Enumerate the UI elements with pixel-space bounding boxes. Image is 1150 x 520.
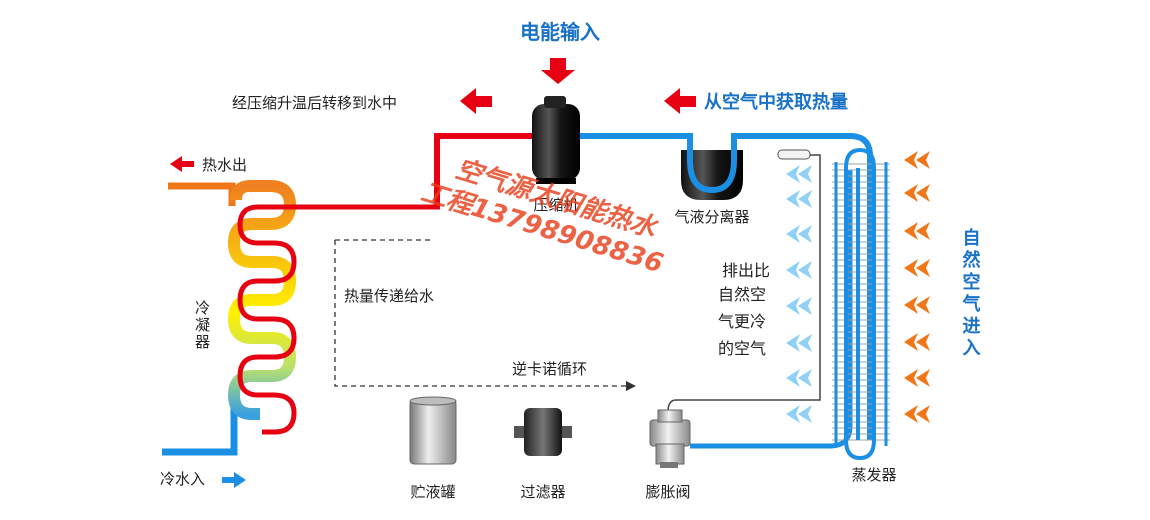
receiver-tank xyxy=(409,396,457,465)
air-out-arrow-icon xyxy=(798,405,812,423)
air-in-arrow-icon xyxy=(916,151,930,169)
natural-air-in-label: 自然空气进入 xyxy=(960,227,982,360)
evaporator xyxy=(832,147,890,461)
air-out-arrow-icon xyxy=(798,297,812,315)
air-out-arrow-icon xyxy=(786,261,800,279)
air-in-arrow-icon xyxy=(904,259,918,277)
cold-air-label-4: 的空气 xyxy=(718,339,766,358)
receiver-label: 贮液罐 xyxy=(410,483,455,501)
air-in-arrow-icon xyxy=(916,369,930,387)
air-in-arrow-icon xyxy=(916,333,930,351)
air-in-arrow-icon xyxy=(916,222,930,240)
heat-transfer-dashed-line xyxy=(334,239,628,387)
cold-air-label-3: 气更冷 xyxy=(718,312,766,331)
condenser-refrigerant-coil xyxy=(237,204,440,435)
condenser-label: 冷凝器 xyxy=(193,300,211,351)
compressor-label: 压缩机 xyxy=(533,196,578,214)
heat-from-air-label: 从空气中获取热量 xyxy=(704,91,848,113)
air-in-arrow-icon xyxy=(916,296,930,314)
air-out-arrow-icon xyxy=(798,225,812,243)
compressor xyxy=(532,96,580,184)
hot-water-out-arrow xyxy=(170,156,194,172)
air-in-arrow-icon xyxy=(904,333,918,351)
air-out-arrow-icon xyxy=(798,261,812,279)
evaporator-label: 蒸发器 xyxy=(851,466,896,484)
air-in-arrow-icon xyxy=(916,184,930,202)
cold-water-pipe xyxy=(162,405,238,456)
filter-label: 过滤器 xyxy=(520,483,565,501)
hot-water-out-label: 热水出 xyxy=(202,156,247,174)
expansion-valve xyxy=(649,409,691,468)
capillary-tube xyxy=(667,154,821,413)
air-in-arrow-icon xyxy=(916,405,930,423)
air-out-arrow-icon xyxy=(786,165,800,183)
cold-air-arrows xyxy=(786,165,812,423)
air-in-arrow-icon xyxy=(904,222,918,240)
heat-transfer-label: 热量传递给水 xyxy=(344,287,434,305)
air-in-arrow-icon xyxy=(916,259,930,277)
air-in-arrow-icon xyxy=(904,405,918,423)
cold-water-in-label: 冷水入 xyxy=(160,470,205,488)
dashed-arrowhead-icon xyxy=(626,381,636,391)
cold-air-label-1: 排出比 xyxy=(722,261,770,280)
air-out-arrow-icon xyxy=(798,334,812,352)
air-out-arrow-icon xyxy=(786,225,800,243)
air-in-arrow-icon xyxy=(904,296,918,314)
gas-liquid-separator xyxy=(681,140,743,200)
expansion-valve-label: 膨胀阀 xyxy=(645,483,690,501)
air-in-arrow-icon xyxy=(904,151,918,169)
natural-air-arrows xyxy=(904,151,930,423)
cold-water-in-arrow xyxy=(222,472,246,488)
power-input-label: 电能输入 xyxy=(520,20,600,44)
air-out-arrow-icon xyxy=(786,297,800,315)
air-out-arrow-icon xyxy=(786,334,800,352)
hot-gas-line xyxy=(434,133,536,207)
air-out-arrow-icon xyxy=(798,190,812,208)
air-out-arrow-icon xyxy=(798,369,812,387)
power-input-arrow xyxy=(541,58,575,84)
filter xyxy=(514,408,572,456)
heat-absorb-arrow-icon xyxy=(664,88,696,114)
air-in-arrow-icon xyxy=(904,184,918,202)
hot-water-pipe xyxy=(168,182,236,206)
temperature-sensor-bulb xyxy=(777,149,811,160)
cold-air-label-2: 自然空 xyxy=(718,285,766,304)
air-out-arrow-icon xyxy=(798,165,812,183)
air-out-arrow-icon xyxy=(786,405,800,423)
air-out-arrow-icon xyxy=(786,190,800,208)
transfer-arrow-icon xyxy=(460,88,492,114)
separator-label: 气液分离器 xyxy=(674,208,749,226)
transfer-to-water-label: 经压缩升温后转移到水中 xyxy=(232,94,397,112)
air-out-arrow-icon xyxy=(786,369,800,387)
reverse-carnot-label: 逆卡诺循环 xyxy=(512,360,587,378)
air-in-arrow-icon xyxy=(904,369,918,387)
